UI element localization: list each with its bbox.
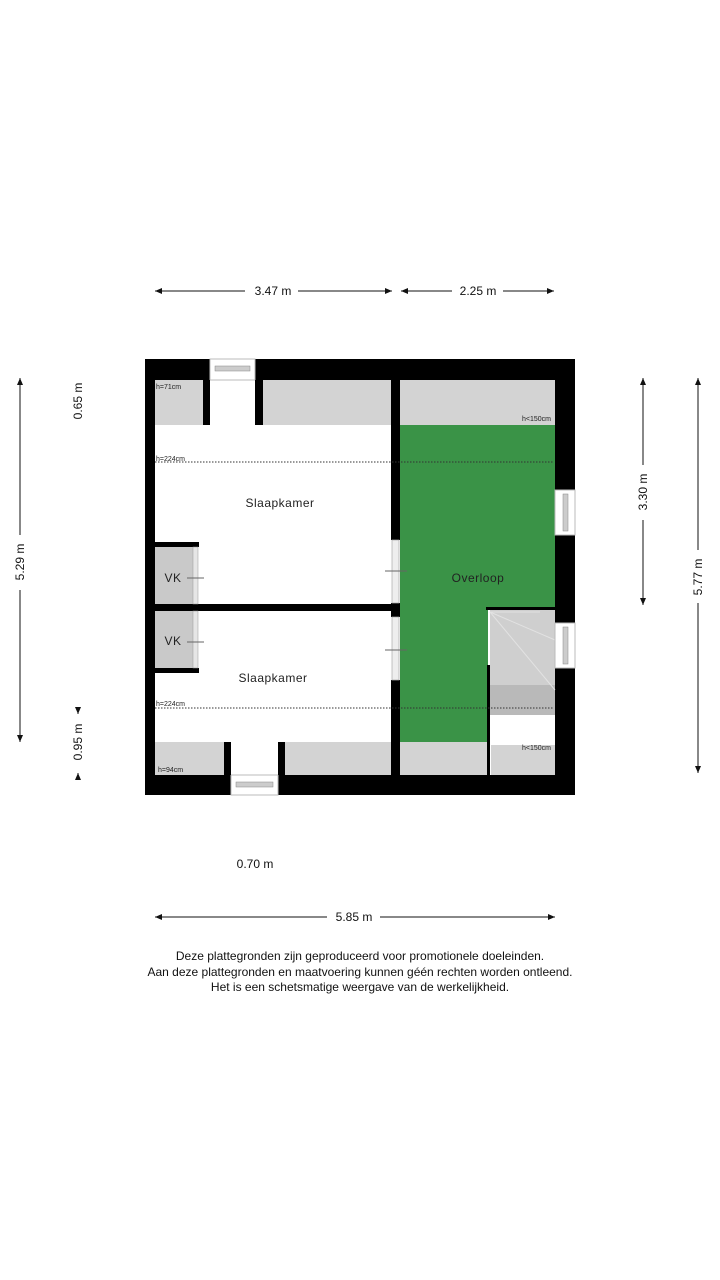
room-label-closet-bottom: VK: [164, 634, 181, 648]
height-label: h=224cm: [156, 456, 185, 463]
disclaimer-line: Het is een schetsmatige weergave van de …: [210, 980, 510, 994]
closet-bottom: [155, 611, 193, 668]
dimension-left-total: 5.29 m: [13, 378, 27, 742]
low-zone-bottom-landing: [400, 742, 488, 775]
room-label-bedroom-bottom: Slaapkamer: [238, 671, 307, 685]
dimension-top-right: 2.25 m: [401, 284, 554, 298]
dimension-top-left: 3.47 m: [155, 284, 392, 298]
dimension-left-top: 0.65 m: [71, 383, 85, 420]
svg-text:5.85 m: 5.85 m: [336, 910, 373, 924]
svg-text:3.30 m: 3.30 m: [636, 474, 650, 511]
disclaimer-line: Aan deze plattegronden en maatvoering ku…: [147, 964, 573, 979]
height-label: h=94cm: [158, 767, 183, 774]
low-zone-top-mid: [263, 380, 391, 425]
closet-top: [155, 547, 193, 604]
svg-text:5.29 m: 5.29 m: [13, 544, 27, 581]
low-zone-top-left: [155, 380, 203, 425]
svg-text:2.25 m: 2.25 m: [460, 284, 497, 298]
low-zone-bottom-mid: [285, 742, 391, 775]
svg-text:0.95 m: 0.95 m: [71, 724, 85, 761]
dimension-left-bottom: 0.95 m: [71, 707, 85, 780]
height-label: h<150cm: [522, 416, 551, 423]
landing-area: [400, 425, 555, 742]
height-label: h=71cm: [156, 384, 181, 391]
room-label-landing: Overloop: [452, 571, 505, 585]
room-label-closet-top: VK: [164, 571, 181, 585]
staircase: [490, 610, 555, 685]
disclaimer: Deze plattegronden zijn geproduceerd voo…: [0, 949, 720, 996]
low-zone-bottom-left: [155, 742, 225, 775]
room-label-bedroom-top: Slaapkamer: [245, 496, 314, 510]
interior-wall-vertical: [391, 380, 400, 540]
interior-wall-horizontal: [155, 604, 391, 611]
disclaimer-line: Deze plattegronden zijn geproduceerd voo…: [175, 949, 545, 963]
low-zone-bottom-stair: [491, 745, 555, 775]
dimension-right-total: 5.77 m: [691, 378, 705, 773]
dimension-bottom-total: 5.85 m: [155, 910, 555, 924]
dimension-bottom-opening: 0.70 m: [237, 857, 274, 871]
height-label: h<150cm: [522, 745, 551, 752]
height-label: h=224cm: [156, 701, 185, 708]
dimension-right-inner: 3.30 m: [636, 378, 650, 605]
low-zone-top-right: [400, 380, 555, 425]
svg-text:5.77 m: 5.77 m: [691, 559, 705, 596]
svg-text:3.47 m: 3.47 m: [255, 284, 292, 298]
door-bottom-bedroom[interactable]: [391, 616, 400, 681]
